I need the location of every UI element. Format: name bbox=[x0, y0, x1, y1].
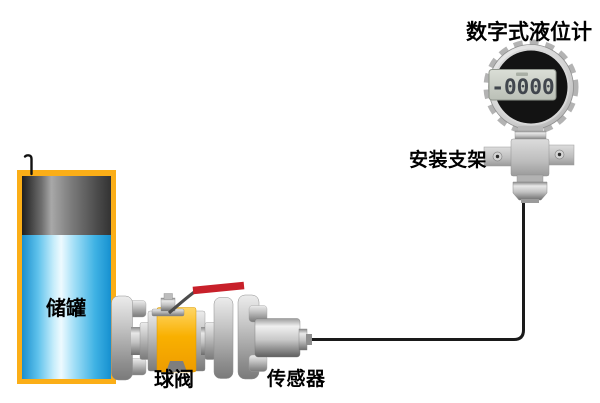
flange-disc bbox=[111, 295, 133, 381]
sensor-nose bbox=[298, 328, 308, 351]
flange-disc bbox=[213, 297, 234, 379]
sensor-flange-pair bbox=[201, 294, 268, 380]
gland-tip bbox=[521, 199, 539, 203]
gauge-lcd-value: -0000 bbox=[491, 75, 554, 99]
gauge-neck-collar bbox=[514, 130, 547, 141]
gauge-neck bbox=[518, 126, 543, 133]
tank-flange bbox=[111, 295, 151, 381]
gauge-lcd-mark bbox=[516, 72, 528, 76]
ball-valve bbox=[147, 281, 245, 373]
flange-bolt bbox=[248, 354, 268, 372]
mounting-bracket bbox=[483, 126, 575, 203]
bracket-label: 安装支架 bbox=[409, 150, 488, 171]
bracket-center-block bbox=[510, 138, 550, 177]
valve-label: 球阀 bbox=[154, 369, 194, 391]
gauge-lcd bbox=[488, 69, 557, 101]
bracket-screw-right-dot bbox=[557, 152, 562, 157]
cable-gland bbox=[512, 181, 548, 201]
tank-liquid bbox=[22, 235, 111, 379]
valve-bottom-notch bbox=[166, 361, 187, 372]
signal-cable bbox=[311, 200, 525, 341]
level-sensor bbox=[254, 318, 312, 358]
tank-gas-space bbox=[22, 176, 111, 235]
tank-vent-line-icon bbox=[23, 154, 33, 176]
digital-level-gauge: -0000 bbox=[483, 39, 579, 135]
tank-label: 储罐 bbox=[46, 298, 86, 320]
valve-handle-grip bbox=[192, 281, 245, 295]
valve-stem-top bbox=[163, 293, 173, 300]
storage-tank bbox=[17, 170, 116, 384]
gauge-label: 数字式液位计 bbox=[466, 21, 592, 44]
bracket-screw-left-dot bbox=[495, 154, 500, 159]
gland-collar bbox=[516, 174, 544, 183]
sensor-tip bbox=[306, 334, 312, 345]
pipe-collar bbox=[204, 322, 216, 360]
sensor-body bbox=[254, 318, 301, 358]
sensor-label: 传感器 bbox=[267, 369, 326, 390]
